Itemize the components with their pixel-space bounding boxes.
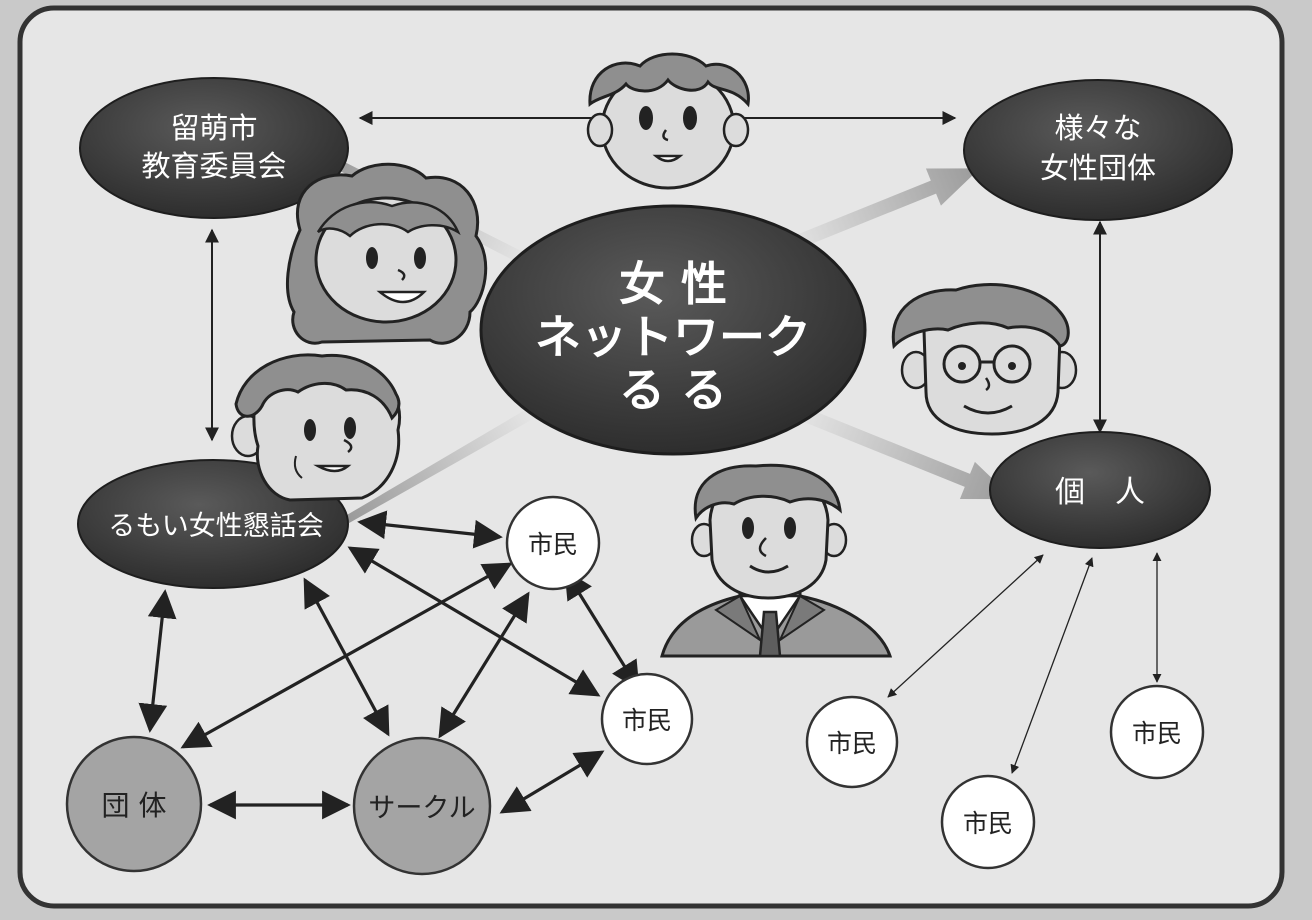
shimin-node-4: 市民: [1109, 684, 1205, 780]
arrow-shimin1-circle: [438, 591, 530, 739]
shimin-label-2: 市民: [622, 706, 672, 735]
konwakai-label: るもい女性懇話会: [108, 511, 323, 542]
kojin-label: 個 人: [1055, 475, 1145, 510]
groups-node: 様々な 女性団体: [963, 79, 1233, 221]
shimin-label-1: 市民: [528, 530, 578, 559]
man-face-icon-glasses: [891, 283, 1078, 436]
arrow-circle-shimin2: [499, 750, 605, 814]
board-label-line1: 留萌市: [170, 111, 257, 145]
board-label-line2: 教育委員会: [141, 149, 286, 183]
center-node: 女 性 ネットワーク る る: [479, 204, 867, 456]
bold-arrows: [138, 510, 640, 820]
circle-label: サークル: [368, 793, 475, 824]
shimin-node-1: 市民: [505, 495, 601, 591]
circle-node: サークル: [352, 736, 492, 876]
fat-arrow-from-konwakai: [345, 371, 580, 523]
shimin-node-5: 市民: [940, 774, 1036, 870]
woman-face-icon-curly: [285, 162, 488, 345]
woman-face-icon-left: [230, 353, 401, 502]
arrow-shimin1-shimin2: [564, 569, 640, 691]
center-label-line2: ネットワーク: [535, 310, 811, 364]
arrow-konwakai-shimin1: [357, 510, 503, 549]
kojin-node: 個 人: [989, 431, 1211, 549]
shimin-node-3: 市民: [805, 695, 899, 789]
shimin-label-5: 市民: [963, 809, 1013, 838]
dantai-node: 団 体: [65, 735, 203, 873]
shimin-label-4: 市民: [1132, 719, 1182, 748]
dantai-label: 団 体: [102, 789, 167, 822]
center-label-line3: る る: [619, 363, 727, 417]
groups-label-line1: 様々な: [1054, 111, 1141, 145]
man-in-suit-icon: [660, 463, 893, 658]
shimin-label-3: 市民: [827, 729, 877, 758]
arrow-kojin-shimin5: [1010, 557, 1094, 774]
shimin-node-2: 市民: [600, 672, 694, 766]
boy-face-icon-top: [586, 52, 750, 190]
center-label-line1: 女 性: [619, 257, 727, 311]
arrow-konwakai-dantai: [138, 589, 177, 733]
fat-arrow-kojin: [756, 388, 1014, 500]
board-node: 留萌市 教育委員会: [79, 77, 349, 219]
groups-label-line2: 女性団体: [1040, 151, 1156, 185]
